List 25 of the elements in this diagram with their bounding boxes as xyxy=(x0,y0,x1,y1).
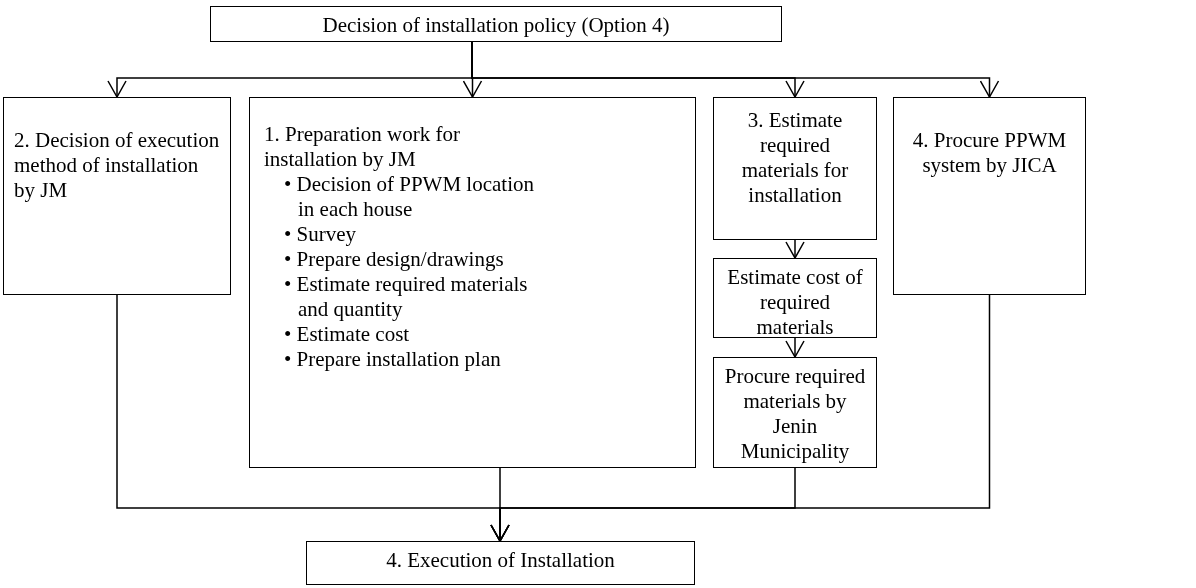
list-item: • Prepare design/drawings xyxy=(284,247,505,272)
arrow xyxy=(490,294,991,542)
process-box xyxy=(713,97,877,240)
process-box xyxy=(249,97,696,468)
list-item: • Survey xyxy=(284,222,358,247)
process-box xyxy=(3,97,231,295)
list-item: • Decision of PPWM location in each house xyxy=(284,172,534,222)
process-box xyxy=(893,97,1086,295)
list-item: • Estimate required materials and quantity xyxy=(284,272,529,322)
arrow xyxy=(785,239,805,259)
box-label: 4. Execution of Installation xyxy=(385,548,616,573)
list-item: • Estimate cost xyxy=(284,322,411,347)
box-label: 3. Estimate required materials for installation xyxy=(740,108,850,208)
list-item: • Prepare installation plan xyxy=(284,347,502,372)
process-box xyxy=(713,357,877,468)
box-label: Estimate cost of required materials xyxy=(726,265,864,340)
process-box xyxy=(306,541,695,585)
box-label: Procure required materials by Jenin Municipality xyxy=(724,364,866,464)
box-label: Decision of installation policy (Option 4) xyxy=(321,13,671,38)
box-heading: 1. Preparation work for installation by JM xyxy=(264,122,461,172)
process-box xyxy=(713,258,877,338)
box-label: 4. Procure PPWM system by JICA xyxy=(911,128,1068,178)
process-box xyxy=(210,6,782,42)
box-label: 2. Decision of execution method of installation by JM xyxy=(14,128,220,203)
arrow xyxy=(785,337,805,358)
